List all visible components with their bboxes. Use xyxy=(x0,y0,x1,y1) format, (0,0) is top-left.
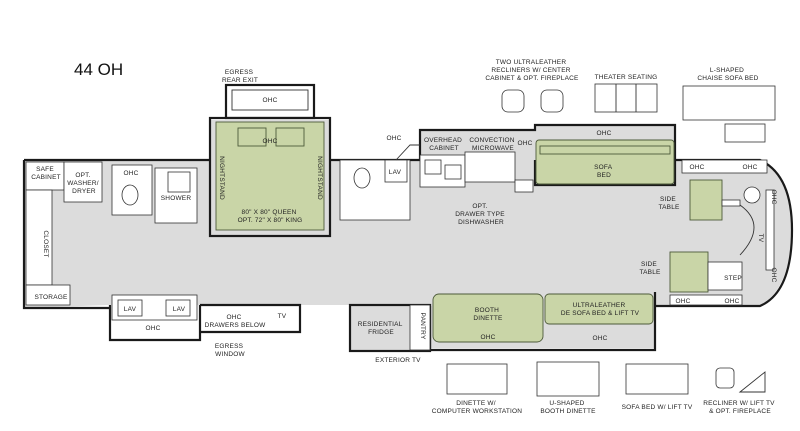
label-ohc-cab-right: OHC xyxy=(742,164,757,171)
front-cab xyxy=(669,159,775,306)
option-recliner-lift xyxy=(715,367,766,393)
label-pantry: PANTRY xyxy=(419,313,426,340)
label-washer-dryer: OPT. WASHER/ DRYER xyxy=(67,172,101,195)
label-ohc-entry-right: OHC xyxy=(724,298,739,305)
label-step: STEP xyxy=(724,275,742,282)
label-egress-window: EGRESS WINDOW xyxy=(215,343,246,358)
label-tv-dash: TV xyxy=(757,234,764,243)
option-u-dinette xyxy=(536,361,600,397)
label-ohc-bed: OHC xyxy=(262,138,277,145)
label-nightstand-left: NIGHTSTAND xyxy=(218,156,225,200)
label-egress-rear-exit: EGRESS REAR EXIT xyxy=(222,69,258,84)
label-sofa-bed: SOFA BED xyxy=(594,164,614,179)
label-ohc-rear: OHC xyxy=(262,97,277,104)
label-lav-left: LAV xyxy=(124,306,137,313)
option-theater xyxy=(594,83,658,113)
option-recliners xyxy=(501,89,564,113)
option-dinette-workstation xyxy=(446,363,508,395)
label-option-sofa-lift: SOFA BED W/ LIFT TV xyxy=(622,404,693,411)
egress-rear-exit xyxy=(224,83,316,120)
option-sofa-lift xyxy=(625,363,689,395)
label-convection-microwave: CONVECTION MICROWAVE xyxy=(469,137,516,152)
mid-bath xyxy=(339,144,420,221)
label-ohc-sofa-lower: OHC xyxy=(592,335,607,342)
label-booth-dinette: BOOTH DINETTE xyxy=(473,307,503,322)
label-option-dinette-workstation: DINETTE W/ COMPUTER WORKSTATION xyxy=(432,400,523,415)
label-ohc-entry-left: OHC xyxy=(675,298,690,305)
label-dishwasher: OPT. DRAWER TYPE DISHWASHER xyxy=(455,203,507,226)
label-ohc-dinette: OHC xyxy=(480,334,495,341)
label-bed: 80" X 80" QUEEN OPT. 72" X 80" KING xyxy=(238,209,303,224)
label-ohc-bath: OHC xyxy=(123,170,138,177)
label-side-table-upper: SIDE TABLE xyxy=(658,196,680,211)
label-option-u-dinette: U-SHAPED BOOTH DINETTE xyxy=(540,400,596,415)
label-ultraleather-sofa: ULTRALEATHER DE SOFA BED & LIFT TV xyxy=(561,302,640,317)
label-lav-right: LAV xyxy=(173,306,186,313)
label-shower: SHOWER xyxy=(161,195,192,202)
label-exterior-tv: EXTERIOR TV xyxy=(375,357,421,364)
label-side-table-lower: SIDE TABLE xyxy=(639,261,661,276)
label-ohc-drawers: OHC DRAWERS BELOW xyxy=(205,314,267,329)
label-safe-cabinet: SAFE CABINET xyxy=(31,166,61,181)
label-option-chaise: L-SHAPED CHAISE SOFA BED xyxy=(697,67,758,82)
label-ohc-kitchen: OHC xyxy=(517,140,532,147)
bed xyxy=(215,121,325,231)
label-tv-bedroom: TV xyxy=(278,313,287,320)
label-ohc-dash-top: OHC xyxy=(770,189,777,204)
label-ohc-bottom-bath: OHC xyxy=(145,325,160,332)
label-option-recliners: TWO ULTRALEATHER RECLINERS W/ CENTER CAB… xyxy=(485,59,579,82)
label-storage: STORAGE xyxy=(34,294,68,301)
label-lav-mid: LAV xyxy=(389,169,402,176)
option-chaise xyxy=(682,85,776,143)
label-ohc-sofa: OHC xyxy=(596,130,611,137)
label-ohc-cab-left: OHC xyxy=(689,164,704,171)
rear-bath xyxy=(25,161,198,321)
label-overhead-cabinet: OVERHEAD CABINET xyxy=(424,137,464,152)
label-residential-fridge: RESIDENTIAL FRIDGE xyxy=(358,321,405,336)
label-closet: CLOSET xyxy=(42,230,49,257)
model-title: 44 OH xyxy=(74,60,123,79)
label-ohc-midbath: OHC xyxy=(386,135,401,142)
label-option-theater: THEATER SEATING xyxy=(595,74,658,81)
sofa-upper xyxy=(535,139,675,185)
kitchen xyxy=(419,151,534,193)
label-ohc-dash-bottom: OHC xyxy=(770,267,777,282)
dinette-sofa xyxy=(409,293,654,351)
label-option-recliner-lift: RECLINER W/ LIFT TV & OPT. FIREPLACE xyxy=(703,400,776,415)
label-nightstand-right: NIGHTSTAND xyxy=(316,156,323,200)
